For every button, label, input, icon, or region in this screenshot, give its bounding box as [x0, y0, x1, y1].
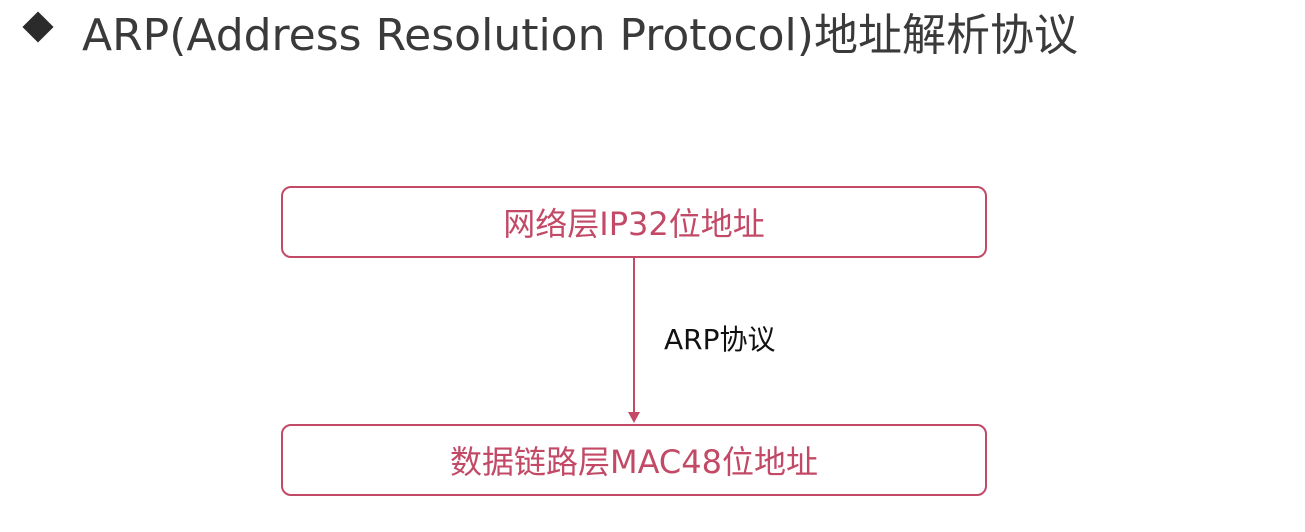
network-layer-box: 网络层IP32位地址 [281, 186, 987, 258]
data-link-layer-label: 数据链路层MAC48位地址 [449, 443, 818, 481]
network-layer-label: 网络层IP32位地址 [503, 205, 765, 243]
diamond-bullet-icon [22, 11, 54, 43]
data-link-layer-box: 数据链路层MAC48位地址 [281, 424, 987, 496]
slide-title: ARP(Address Resolution Protocol)地址解析协议 [82, 10, 1078, 61]
arp-protocol-label: ARP协议 [664, 323, 776, 356]
